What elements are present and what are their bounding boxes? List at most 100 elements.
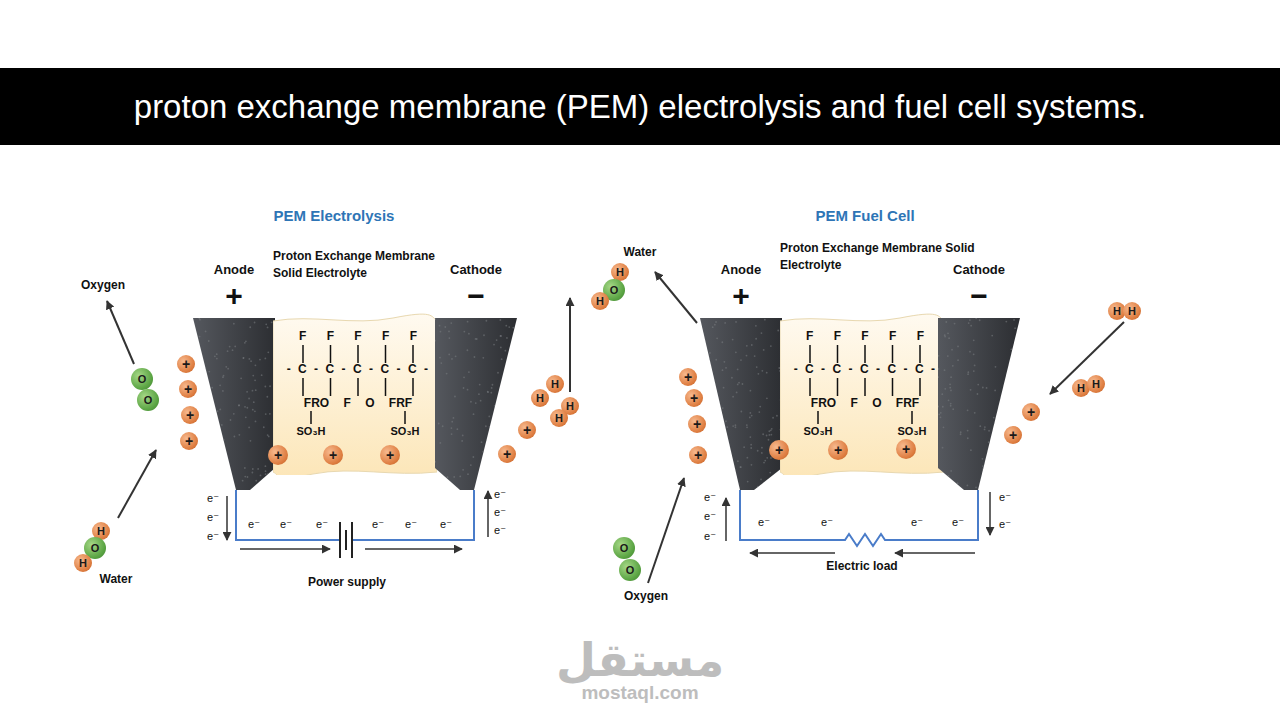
- electron-arrow: [750, 552, 835, 554]
- hydrogen-atom: H: [1087, 375, 1105, 393]
- proton: +: [685, 389, 703, 407]
- electrode-shape: [700, 318, 782, 490]
- atom-symbol: H: [561, 397, 579, 415]
- atom-symbol: H: [546, 375, 564, 393]
- panel-heading: PEM Fuel Cell: [815, 207, 914, 224]
- formula-row: FRO F O FRF: [304, 397, 412, 411]
- atom-symbol: H: [1108, 302, 1126, 320]
- electrode-name: Anode: [193, 262, 275, 278]
- hydrogen-atom: H: [550, 409, 568, 427]
- panel-heading: PEM Electrolysis: [274, 207, 395, 224]
- proton: +: [896, 439, 916, 459]
- proton: +: [689, 446, 707, 464]
- oxygen-atom: O: [603, 279, 625, 301]
- electrode-texture: [700, 319, 782, 490]
- electron-label: e⁻: [405, 518, 417, 531]
- proton-sign: +: [679, 368, 697, 386]
- electrode-shape: [938, 318, 1020, 490]
- flow-arrow: [569, 298, 571, 392]
- electron-label: e⁻: [207, 511, 219, 524]
- membrane-body: [780, 237, 944, 475]
- proton-sign: +: [180, 432, 198, 450]
- hydrogen-atom: H: [1108, 302, 1126, 320]
- electrode-name: Anode: [700, 262, 782, 278]
- flow-arrow: [1050, 322, 1124, 394]
- electron-label: e⁻: [316, 518, 328, 531]
- electron-label: e⁻: [207, 530, 219, 543]
- wire: [740, 490, 978, 546]
- flow-arrow: [648, 478, 684, 583]
- flow-arrow: [655, 272, 697, 323]
- electron-arrow: [365, 548, 462, 550]
- proton: +: [1004, 426, 1022, 444]
- proton: +: [679, 368, 697, 386]
- stream-label: Water: [100, 573, 133, 587]
- sulfonic-group: SO₃H: [898, 425, 927, 438]
- electron-label: e⁻: [372, 518, 384, 531]
- stream-label: Electric load: [826, 560, 897, 574]
- sulfonic-group: SO₃H: [391, 425, 420, 438]
- battery-plate: [345, 530, 347, 550]
- atom-symbol: H: [550, 409, 568, 427]
- proton: +: [380, 445, 400, 465]
- proton-sign: +: [498, 445, 516, 463]
- atom-symbol: O: [603, 279, 625, 301]
- electrode-texture: [435, 318, 517, 489]
- proton: +: [179, 380, 197, 398]
- proton-sign: +: [685, 389, 703, 407]
- flow-arrows: [107, 272, 1124, 583]
- flow-arrow: [107, 301, 134, 364]
- oxygen-atom: O: [619, 559, 641, 581]
- atom-symbol: H: [591, 292, 609, 310]
- hydrogen-atom: H: [561, 397, 579, 415]
- electron-label: e⁻: [440, 518, 452, 531]
- electron-arrow: [226, 496, 228, 540]
- atom-symbol: H: [611, 263, 629, 281]
- polarity-sign: −: [938, 282, 1020, 310]
- atom-symbol: H: [1087, 375, 1105, 393]
- hydrogen-atom: H: [591, 292, 609, 310]
- atom-symbol: H: [1072, 379, 1090, 397]
- atom-symbol: H: [531, 389, 549, 407]
- electron-label: e⁻: [704, 510, 716, 523]
- atom-symbol: H: [74, 554, 92, 572]
- electrode-shape: [193, 318, 275, 490]
- hydrogen-atom: H: [546, 375, 564, 393]
- hydrogen-atom: H: [611, 263, 629, 281]
- chemical-bonds: [810, 345, 920, 424]
- electron-arrow: [895, 552, 975, 554]
- wire: [236, 490, 474, 540]
- electron-label: e⁻: [494, 488, 506, 501]
- oxygen-atom: O: [137, 389, 159, 411]
- electron-arrow: [989, 492, 991, 535]
- membrane-electrolyte: Proton Exchange Membrane Solid Electroly…: [273, 245, 437, 475]
- proton-sign: +: [689, 446, 707, 464]
- electron-label: e⁻: [494, 524, 506, 537]
- proton: +: [181, 406, 199, 424]
- proton-sign: +: [181, 406, 199, 424]
- stream-label: Oxygen: [81, 279, 125, 293]
- proton: +: [769, 440, 789, 460]
- atom-symbol: O: [613, 537, 635, 559]
- oxygen-atom: O: [131, 368, 153, 390]
- electron-label: e⁻: [207, 492, 219, 505]
- battery-plate: [351, 522, 353, 558]
- hydrogen-atom: H: [74, 554, 92, 572]
- battery-plate: [339, 522, 341, 558]
- electrode: Anode+: [193, 262, 275, 490]
- electrode-name: Cathode: [435, 262, 517, 278]
- formula-row: -C-C-C-C-C-: [794, 363, 943, 377]
- electron-label: e⁻: [821, 516, 833, 529]
- proton: +: [1022, 403, 1040, 421]
- proton: +: [518, 421, 536, 439]
- atom-symbol: H: [92, 522, 110, 540]
- title-banner: proton exchange membrane (PEM) electroly…: [0, 68, 1280, 145]
- chemical-bonds: [303, 345, 413, 424]
- electron-label: e⁻: [999, 518, 1011, 531]
- electron-label: e⁻: [248, 518, 260, 531]
- sulfonic-group: SO₃H: [297, 425, 326, 438]
- sulfonic-group: SO₃H: [804, 425, 833, 438]
- page-title: proton exchange membrane (PEM) electroly…: [134, 88, 1146, 126]
